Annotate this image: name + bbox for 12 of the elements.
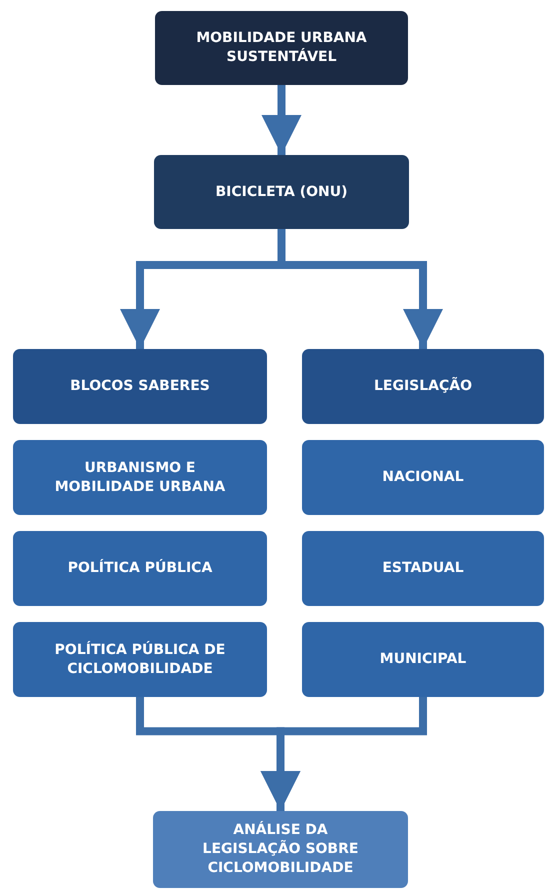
process-box: BICICLETA (ONU) — [154, 155, 409, 229]
category-item: NACIONAL — [302, 440, 544, 515]
category-header: BLOCOS SABERES — [13, 349, 267, 424]
category-header: LEGISLAÇÃO — [302, 349, 544, 424]
category-item: URBANISMO E MOBILIDADE URBANA — [13, 440, 267, 515]
process-box: MOBILIDADE URBANA SUSTENTÁVEL — [155, 11, 408, 85]
result-box: ANÁLISE DA LEGISLAÇÃO SOBRE CICLOMOBILIDADE — [153, 811, 408, 888]
category-item: POLÍTICA PÚBLICA DE CICLOMOBILIDADE — [13, 622, 267, 697]
category-item: ESTADUAL — [302, 531, 544, 606]
category-item: POLÍTICA PÚBLICA — [13, 531, 267, 606]
arrow — [262, 85, 302, 155]
category-item: MUNICIPAL — [302, 622, 544, 697]
